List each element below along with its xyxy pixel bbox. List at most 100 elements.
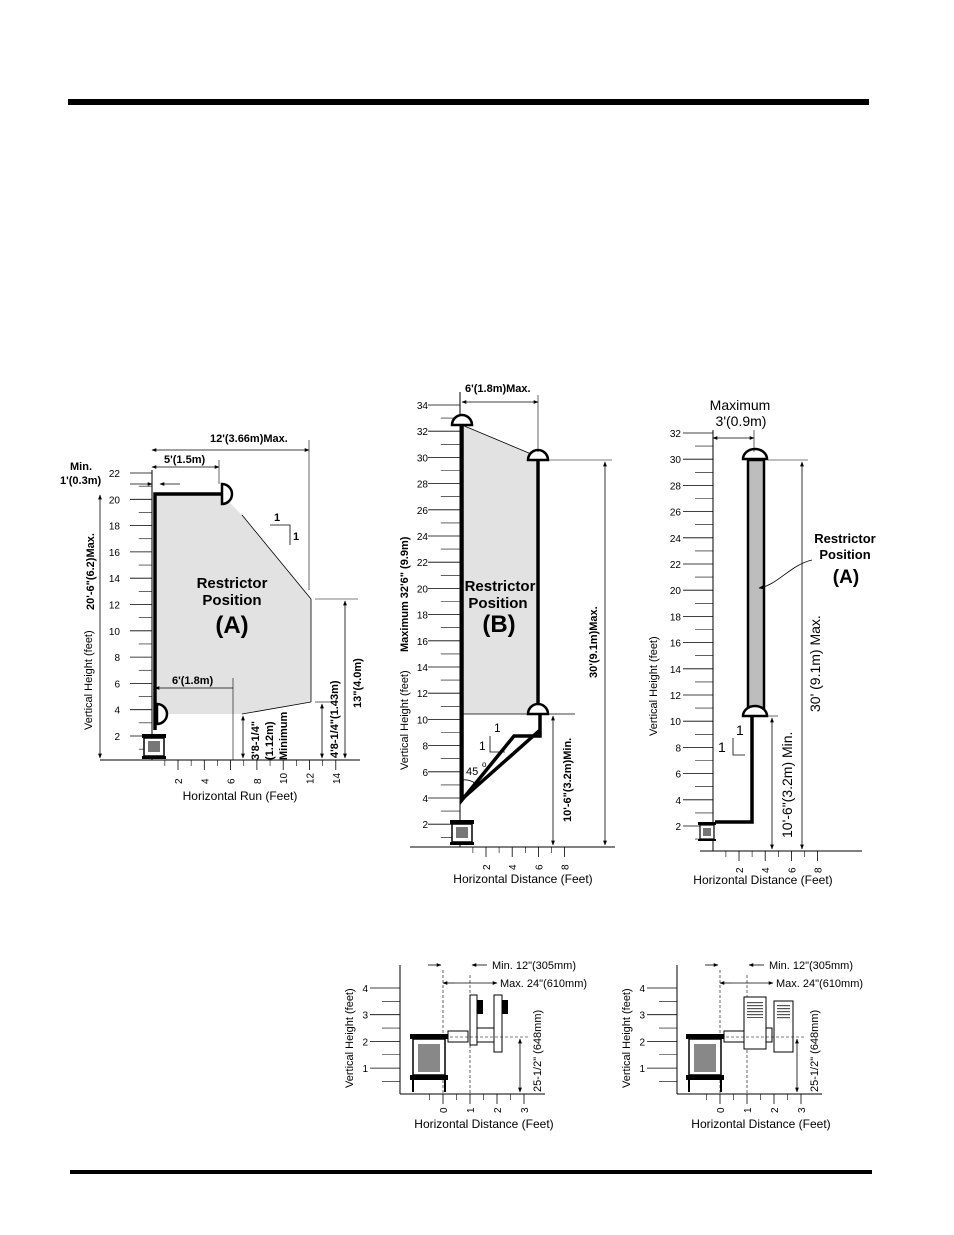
d2-dim-right-min: 10'-6"(3.2m)Min. — [562, 738, 574, 822]
y-tick-label: 18 — [109, 522, 121, 533]
d2-angle-unit: o — [482, 760, 487, 769]
x-tick-label: 6 — [534, 864, 545, 870]
y-tick-label: 18 — [417, 611, 429, 622]
y-tick-label: 22 — [109, 469, 121, 480]
d1-dim-side-2: 13"(4.0m) — [352, 658, 364, 708]
y-tick-label: 1 — [362, 1064, 368, 1075]
y-tick-label: 2 — [114, 732, 120, 743]
y-tick-label: 10 — [109, 627, 121, 638]
y-tick-label: 28 — [417, 480, 429, 491]
d1-dim-min-height-1: 3'8-1/4" — [250, 721, 262, 760]
d3-termination-cap — [741, 447, 769, 461]
x-tick-label: 2 — [174, 778, 185, 784]
y-tick-label: 32 — [417, 427, 429, 438]
d5-stove-icon — [686, 1034, 724, 1092]
d4-vent-cap-max — [493, 994, 503, 1053]
x-tick-label: 0 — [716, 1107, 727, 1113]
d5-y-axis-label: Vertical Height (feet) — [621, 988, 633, 1088]
y-tick-label: 3 — [362, 1011, 368, 1022]
y-tick-label: 22 — [670, 560, 682, 571]
d3-restrictor-pipe — [746, 458, 766, 716]
d2-dim-right-max: 30'(9.1m)Max. — [588, 606, 600, 678]
d5-dim-min: Min. 12"(305mm) — [769, 960, 853, 972]
y-tick-label: 4 — [675, 796, 681, 807]
d3-vent-pipe — [715, 714, 754, 824]
y-tick-label: 28 — [670, 481, 682, 492]
y-tick-label: 26 — [417, 506, 429, 517]
d1-vent-pipe — [153, 492, 221, 730]
y-tick-label: 4 — [114, 706, 120, 717]
y-tick-label: 3 — [639, 1011, 645, 1022]
y-tick-label: 14 — [417, 663, 429, 674]
d1-stove-icon — [142, 734, 166, 759]
d3-dim-right-min: 10'-6"(3.2m) Min. — [779, 732, 795, 838]
d2-termination-cap-top — [450, 413, 474, 427]
x-tick-label: 2 — [482, 864, 493, 870]
y-tick-label: 4 — [422, 794, 428, 805]
x-tick-label: 8 — [814, 867, 825, 873]
d2-angle: 45 — [466, 766, 478, 778]
d2-restrictor-area — [462, 425, 536, 714]
d2-slope-rise: 1 — [494, 721, 501, 735]
d1-x-axis-label: Horizontal Run (Feet) — [183, 789, 298, 803]
d1-dim-min-height-3: Minimum — [278, 712, 290, 760]
y-tick-label: 8 — [114, 653, 120, 664]
d5-x-axis-label: Horizontal Distance (Feet) — [691, 1117, 830, 1131]
d1-dim-total-run: 12'(3.66m)Max. — [210, 433, 288, 445]
y-tick-label: 30 — [417, 453, 429, 464]
y-tick-label: 14 — [670, 665, 682, 676]
y-tick-label: 4 — [362, 984, 368, 995]
x-tick-label: 8 — [561, 864, 572, 870]
d3-stove-icon — [698, 822, 716, 841]
d3-dim-top-2: 3'(0.9m) — [716, 413, 767, 429]
x-tick-label: 2 — [770, 1107, 781, 1113]
y-tick-label: 14 — [109, 574, 121, 585]
d2-vent-pipe — [460, 425, 542, 805]
d1-dim-bottom-run: 6'(1.8m) — [172, 675, 213, 687]
y-tick-label: 16 — [109, 548, 121, 559]
d5-dim-height: 25-1/2" (648mm) — [809, 1010, 821, 1092]
y-tick-label: 16 — [417, 637, 429, 648]
d3-dim-top-1: Maximum — [710, 397, 771, 413]
y-tick-label: 32 — [670, 429, 682, 440]
d2-x-axis-label: Horizontal Distance (Feet) — [453, 872, 592, 886]
d3-slope-run: 1 — [718, 739, 726, 755]
x-tick-label: 1 — [743, 1107, 754, 1113]
y-tick-label: 12 — [670, 691, 682, 702]
d2-stove-icon — [450, 820, 474, 845]
y-tick-label: 1 — [639, 1064, 645, 1075]
y-tick-label: 34 — [417, 401, 429, 412]
y-tick-label: 20 — [670, 586, 682, 597]
d1-restrictor-area — [157, 494, 311, 714]
d2-restrictor-code: (B) — [482, 611, 515, 638]
d2-termination-cap-right — [526, 448, 550, 462]
y-tick-label: 2 — [422, 820, 428, 831]
x-tick-label: 4 — [761, 867, 772, 873]
d4-dim-height: 25-1/2" (648mm) — [532, 1010, 544, 1092]
d1-slope-run: 1 — [293, 531, 299, 543]
d4-stove-icon — [410, 1034, 448, 1092]
x-tick-label: 1 — [466, 1107, 477, 1113]
d1-dim-min-height-2: (1.12m) — [264, 721, 276, 760]
x-tick-label: 6 — [787, 867, 798, 873]
y-tick-label: 2 — [362, 1037, 368, 1048]
d4-y-axis-label: Vertical Height (feet) — [344, 988, 356, 1088]
x-tick-label: 10 — [279, 772, 290, 784]
d1-slope-rise: 1 — [274, 512, 280, 524]
x-tick-label: 8 — [253, 778, 264, 784]
y-tick-label: 8 — [675, 743, 681, 754]
d3-restrictor-code: (A) — [833, 567, 859, 588]
d2-restrictor-elbow — [526, 702, 550, 716]
d2-y-axis-label: Vertical Height (feet) — [399, 670, 411, 770]
y-tick-label: 22 — [417, 558, 429, 569]
d2-dim-top: 6'(1.8m)Max. — [465, 383, 531, 395]
d1-termination-cap-top — [220, 482, 234, 506]
